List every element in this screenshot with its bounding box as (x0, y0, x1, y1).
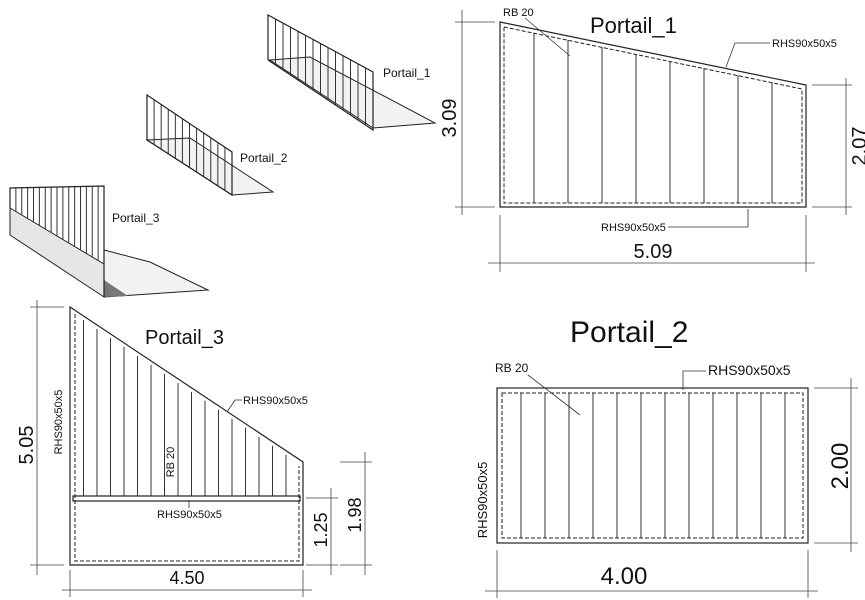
dim-width-p2: 4.00 (601, 563, 648, 590)
title-portail-1: Portail_1 (590, 13, 677, 38)
dim-width-p3: 4.50 (169, 568, 204, 588)
elevation-portail-1: Portail_1 RB 20 RHS90x50x5 RHS90x50x5 3.… (439, 7, 865, 272)
elevation-portail-2: Portail_2 RB 20 RHS90x50x5 RHS90x50x5 2.… (475, 316, 858, 598)
iso-label-portail-3: Portail_3 (112, 211, 160, 225)
title-portail-3: Portail_3 (145, 327, 224, 349)
label-rb20-p3: RB 20 (165, 447, 177, 478)
iso-portail-3: Portail_3 (9, 185, 210, 298)
dim-height-p2: 2.00 (827, 443, 854, 490)
elevation-portail-3: Portail_3 RHS90x50x5 RHS90x50x5 RB 20 RH… (16, 300, 372, 597)
iso-label-portail-2: Portail_2 (240, 151, 288, 165)
dim-left-p1: 3.09 (439, 99, 461, 138)
label-top-profile-p3: RHS90x50x5 (243, 395, 308, 407)
dim-right-p1: 2.07 (849, 127, 865, 166)
dim-left-p3: 5.05 (16, 426, 38, 465)
dim-lower-p3: 1.25 (311, 512, 331, 547)
label-side-profile-p2: RHS90x50x5 (475, 462, 490, 539)
label-top-profile-p2: RHS90x50x5 (708, 362, 791, 378)
title-portail-2: Portail_2 (570, 316, 688, 349)
iso-portail-2: Portail_2 (145, 93, 288, 197)
label-rb20-p2: RB 20 (495, 361, 529, 375)
label-mid-profile-p3: RHS90x50x5 (157, 509, 222, 521)
label-side-profile-p3: RHS90x50x5 (53, 390, 65, 455)
dim-width-p1: 5.09 (634, 241, 673, 263)
iso-label-portail-1: Portail_1 (383, 66, 431, 80)
dim-right-p3: 1.98 (345, 497, 365, 532)
label-rb20-p1: RB 20 (503, 7, 534, 19)
label-bottom-profile-p1: RHS90x50x5 (601, 222, 666, 234)
label-top-profile-p1: RHS90x50x5 (772, 38, 837, 50)
iso-portail-1: Portail_1 (267, 13, 437, 132)
